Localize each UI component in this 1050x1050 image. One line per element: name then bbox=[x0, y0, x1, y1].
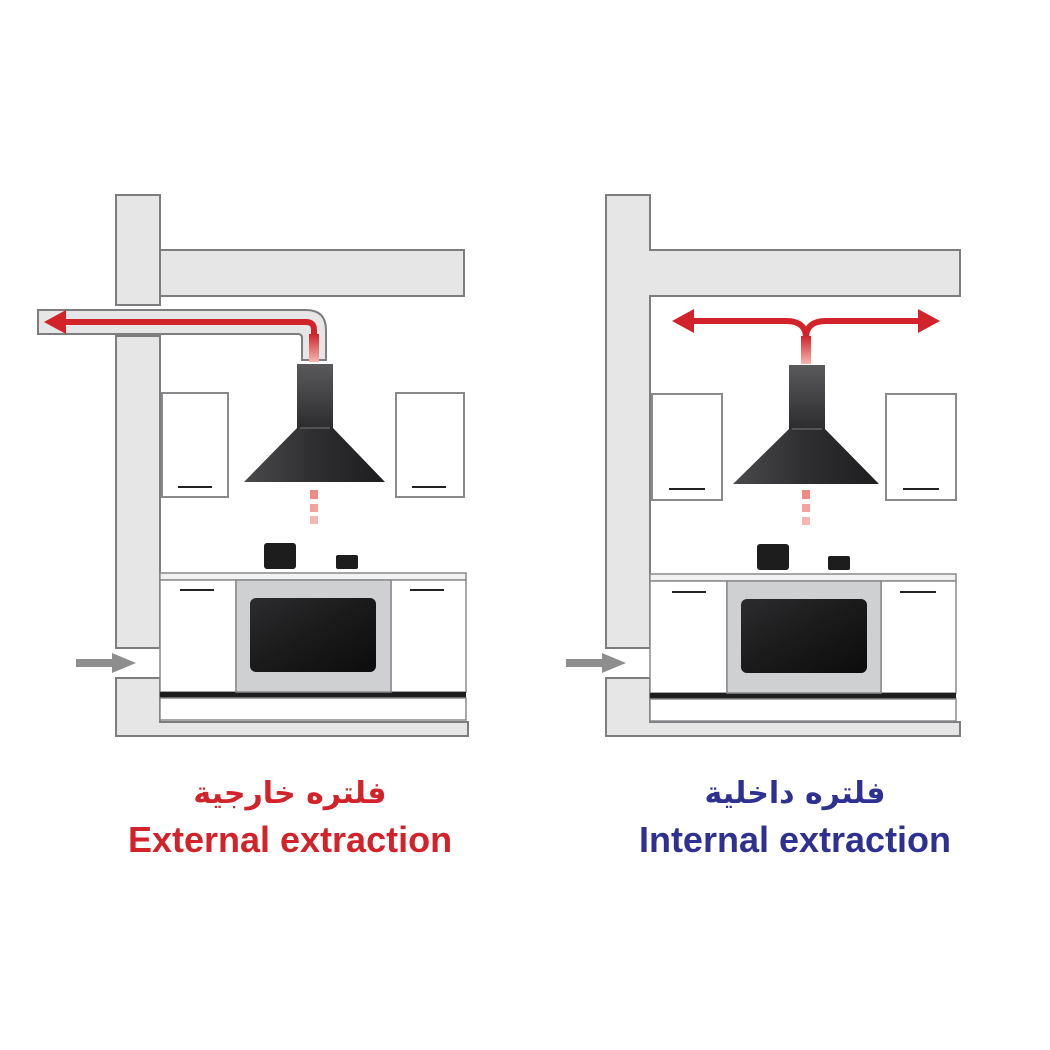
rising-fumes bbox=[309, 334, 319, 362]
wall-cabinet-right bbox=[395, 392, 465, 498]
chimney-hood-icon bbox=[733, 365, 879, 484]
oven-icon bbox=[726, 580, 882, 694]
kitchen-counter bbox=[159, 572, 467, 721]
wall bbox=[115, 194, 469, 737]
arrow-right-icon bbox=[76, 653, 136, 673]
oven-icon bbox=[235, 579, 392, 693]
exhaust-duct bbox=[37, 309, 327, 361]
rising-fumes bbox=[310, 490, 318, 524]
exhaust-airflow bbox=[60, 319, 317, 358]
internal-label-arabic: فلتره داخلية bbox=[704, 776, 886, 811]
external-extraction-panel bbox=[37, 194, 469, 737]
rising-fumes bbox=[801, 336, 811, 364]
arrow-right-icon bbox=[566, 653, 626, 673]
external-extraction-caption: فلتره خارجية External extraction bbox=[90, 776, 490, 862]
wall-cabinet-right bbox=[885, 393, 957, 501]
chimney-hood-icon bbox=[244, 364, 385, 482]
external-label-arabic: فلتره خارجية bbox=[193, 776, 387, 811]
rising-fumes bbox=[802, 490, 810, 525]
wall-cabinet-left bbox=[161, 392, 229, 498]
wall-cabinet-left bbox=[651, 393, 723, 501]
pot-icon bbox=[264, 543, 358, 569]
internal-extraction-caption: فلتره داخلية Internal extraction bbox=[590, 776, 1000, 862]
arrow-left-icon bbox=[44, 310, 66, 334]
internal-extraction-panel bbox=[566, 194, 961, 737]
external-label-english: External extraction bbox=[127, 819, 453, 860]
double-arrow-icon bbox=[672, 309, 940, 333]
pot-icon bbox=[757, 544, 850, 570]
internal-label-english: Internal extraction bbox=[638, 819, 952, 860]
